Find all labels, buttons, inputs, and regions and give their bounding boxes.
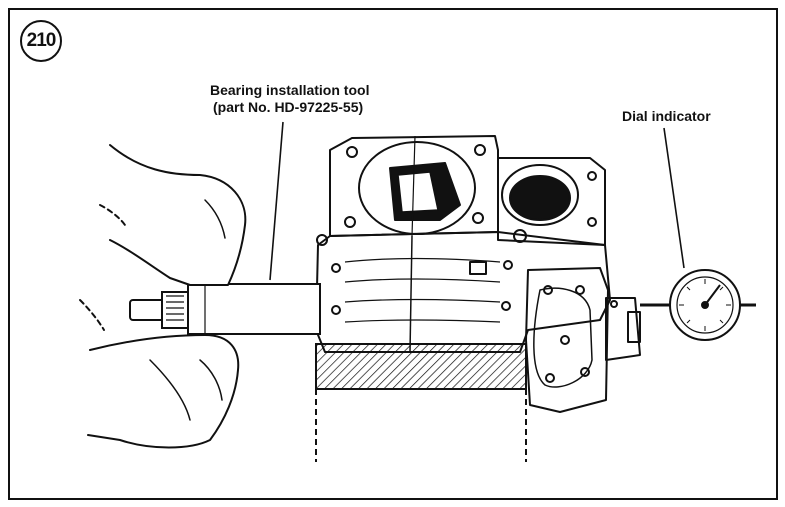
figure-frame: [8, 8, 778, 500]
dial-indicator-needle: [704, 284, 721, 306]
lower-hand: [87, 334, 240, 449]
rear-housing: [525, 267, 609, 413]
dial-indicator-label: Dial indicator: [622, 108, 711, 124]
tool-nut: [161, 291, 189, 329]
bearing-tool-leader-line: [269, 121, 284, 281]
bearing-tool-part-number: (part No. HD-97225-55): [213, 99, 364, 115]
dial-indicator: [640, 269, 756, 341]
bearing-tool-label: Bearing installation tool: [210, 82, 370, 98]
inspection-cover: [497, 157, 606, 246]
upper-hand: [109, 144, 247, 286]
bearing-installation-tool: [129, 283, 321, 335]
hatched-support-block: [315, 343, 527, 390]
leader-lines: [269, 121, 685, 281]
case-body: [315, 231, 611, 353]
hands: [79, 144, 247, 449]
tool-sleeve: [187, 283, 321, 335]
dial-indicator-leader-line: [663, 127, 685, 269]
transmission-case: [315, 135, 641, 413]
support-stand: [315, 343, 527, 462]
figure-number-badge: 210: [20, 20, 62, 62]
